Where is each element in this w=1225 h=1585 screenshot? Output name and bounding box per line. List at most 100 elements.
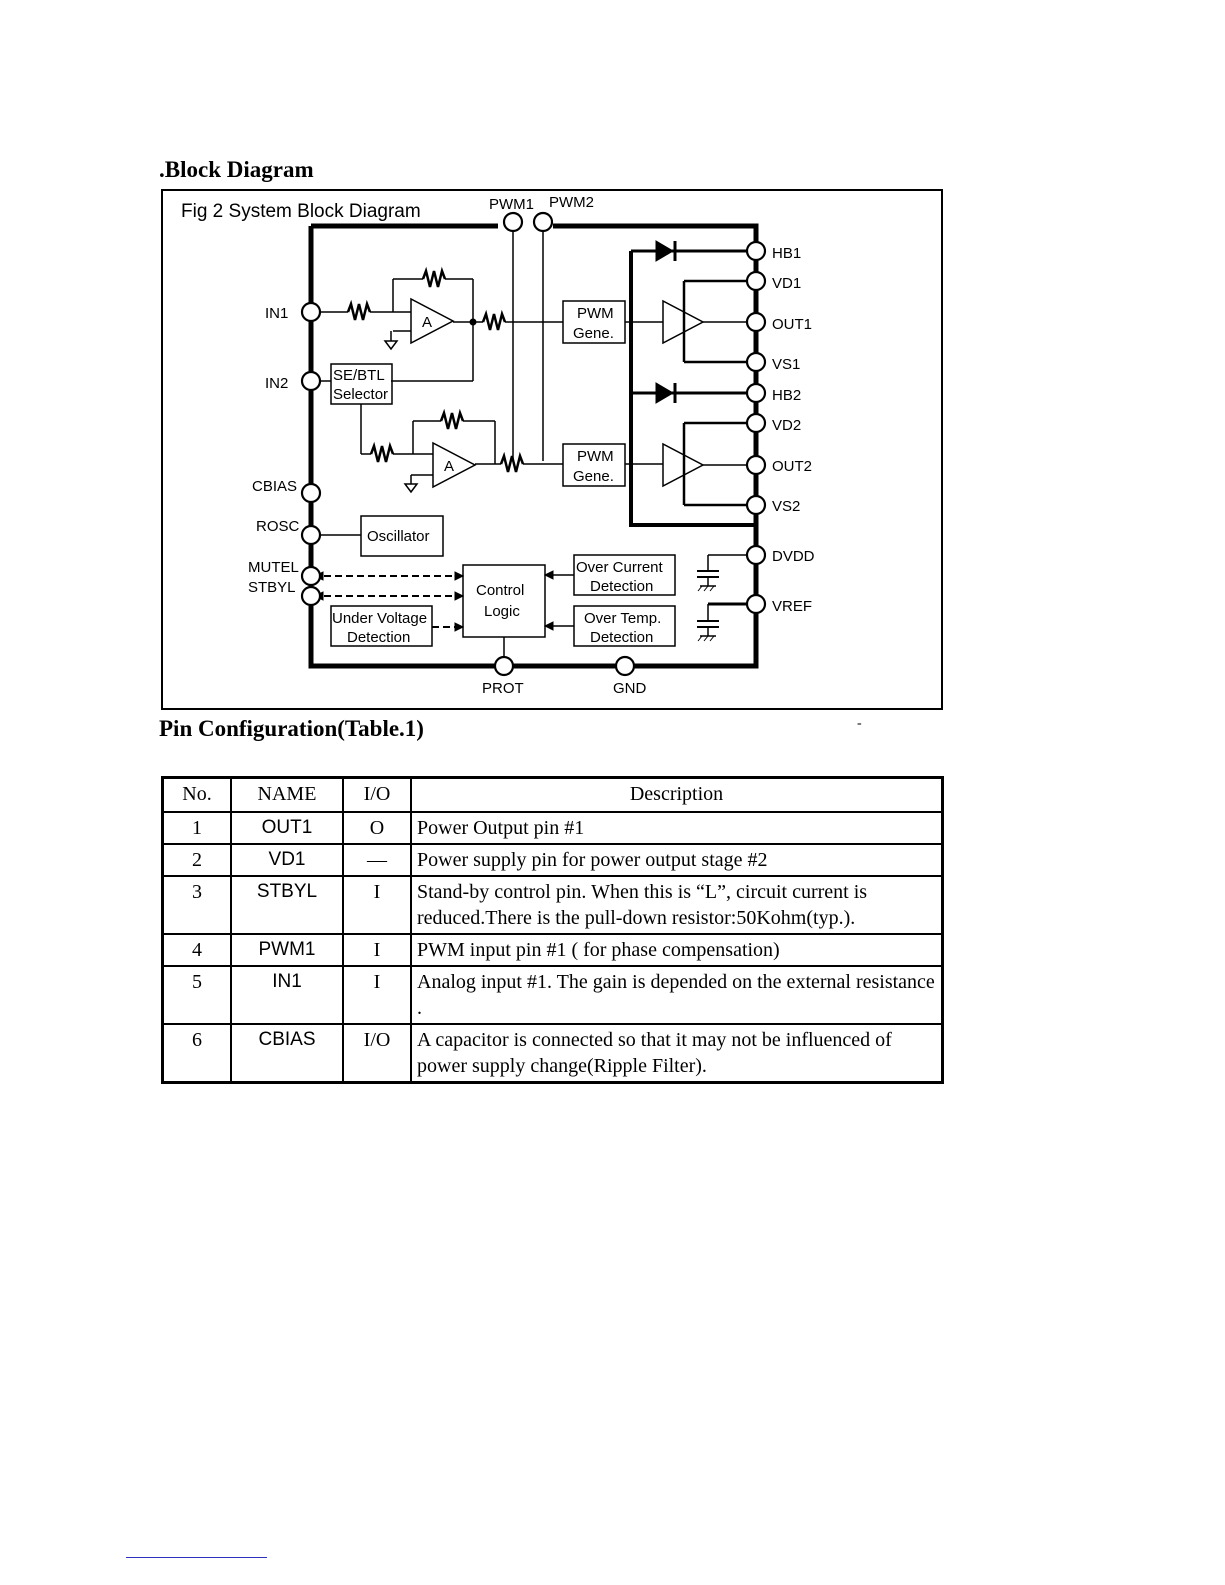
cell-description: PWM input pin #1 ( for phase compensatio… [410, 933, 944, 967]
selector-label-2: Selector [333, 386, 388, 403]
label-hb1: HB1 [772, 245, 801, 262]
table-row: 2 VD1 — Power supply pin for power outpu… [161, 843, 944, 877]
over-current-label-2: Detection [590, 578, 653, 595]
pin-pwm1 [502, 211, 524, 233]
cell-name: IN1 [230, 965, 344, 1025]
stray-mark: - [857, 716, 862, 731]
label-mutel: MUTEL [248, 559, 299, 576]
col-description: Description [410, 776, 944, 813]
pwm-gene1-label-1: PWM [577, 305, 614, 322]
over-current-label-1: Over Current [576, 559, 664, 576]
resistor-fb2 [439, 408, 465, 430]
cell-no: 2 [161, 843, 232, 877]
col-io: I/O [342, 776, 412, 813]
pin-prot [493, 655, 515, 677]
amp2-label: A [444, 458, 454, 475]
diagram-title: Fig 2 System Block Diagram [181, 201, 421, 222]
table-row: 3 STBYL I Stand-by control pin. When thi… [161, 875, 944, 935]
pin-in1 [300, 301, 322, 323]
resistor-out1 [481, 309, 507, 331]
main-outline [308, 223, 759, 669]
label-stbyl: STBYL [248, 579, 296, 596]
over-temp-label-1: Over Temp. [584, 610, 661, 627]
table-row: 4 PWM1 I PWM input pin #1 ( for phase co… [161, 933, 944, 967]
label-pwm1: PWM1 [489, 196, 534, 213]
label-vs1: VS1 [772, 356, 800, 373]
pwm-gene1-label-2: Gene. [573, 325, 614, 342]
pin-gnd [614, 655, 636, 677]
pin-stbyl [300, 585, 322, 607]
label-gnd: GND [613, 680, 647, 697]
pin-hb1 [745, 240, 767, 262]
cell-no: 3 [161, 875, 232, 935]
resistor-in2 [369, 441, 395, 463]
over-temp-label-2: Detection [590, 629, 653, 646]
label-vs2: VS2 [772, 498, 800, 515]
amp1-triangle [410, 297, 455, 345]
label-pwm2: PWM2 [549, 194, 594, 211]
col-name: NAME [230, 776, 344, 813]
label-in1: IN1 [265, 305, 288, 322]
cell-name: STBYL [230, 875, 344, 935]
control-logic-box [462, 564, 546, 638]
pin-vs1 [745, 351, 767, 373]
label-in2: IN2 [265, 375, 288, 392]
cell-description: Analog input #1. The gain is depended on… [410, 965, 944, 1025]
cell-description: A capacitor is connected so that it may … [410, 1023, 944, 1084]
pwm-gene2-label-1: PWM [577, 448, 614, 465]
table-header-row: No. NAME I/O Description [161, 776, 944, 813]
diode-hb1 [655, 240, 674, 262]
block-diagram-frame: Fig 2 System Block Diagram PWM1 PWM2 IN1… [161, 189, 943, 710]
label-vref: VREF [772, 598, 812, 615]
table-row: 1 OUT1 O Power Output pin #1 [161, 811, 944, 845]
cell-io: — [342, 843, 412, 877]
cell-io: O [342, 811, 412, 845]
label-prot: PROT [482, 680, 524, 697]
pwm-gene2-label-2: Gene. [573, 468, 614, 485]
label-dvdd: DVDD [772, 548, 815, 565]
pin-pwm2 [532, 211, 554, 233]
pin-mutel [300, 565, 322, 587]
cell-name: PWM1 [230, 933, 344, 967]
resistor-fb1 [421, 266, 447, 288]
selector-label-1: SE/BTL [333, 367, 385, 384]
pwm-gene2-box [562, 443, 626, 487]
pin-cbias [300, 482, 322, 504]
table-row: 5 IN1 I Analog input #1. The gain is dep… [161, 965, 944, 1025]
pin-configuration-table: No. NAME I/O Description 1 OUT1 O Power … [161, 776, 944, 1084]
block-diagram: Fig 2 System Block Diagram PWM1 PWM2 IN1… [181, 194, 815, 697]
pin-rosc [300, 524, 322, 546]
control-label-1: Control [476, 582, 524, 599]
pin-configuration-heading: Pin Configuration(Table.1) [159, 716, 424, 741]
under-voltage-label-1: Under Voltage [332, 610, 427, 627]
amp1-label: A [422, 314, 432, 331]
cell-io: I [342, 933, 412, 967]
pin-vref [745, 593, 767, 615]
cell-io: I [342, 965, 412, 1025]
label-out2: OUT2 [772, 458, 812, 475]
pin-out1 [745, 311, 767, 333]
cell-description: Power supply pin for power output stage … [410, 843, 944, 877]
cell-no: 4 [161, 933, 232, 967]
pin-in2 [300, 370, 322, 392]
cell-name: CBIAS [230, 1023, 344, 1084]
label-cbias: CBIAS [252, 478, 297, 495]
label-vd1: VD1 [772, 275, 801, 292]
pin-out2 [745, 454, 767, 476]
control-label-2: Logic [484, 603, 520, 620]
table-row: 6 CBIAS I/O A capacitor is connected so … [161, 1023, 944, 1084]
cell-no: 5 [161, 965, 232, 1025]
pin-vd1 [745, 270, 767, 292]
label-hb2: HB2 [772, 387, 801, 404]
cell-name: VD1 [230, 843, 344, 877]
resistor-out2 [499, 451, 525, 473]
resistor-in1 [346, 299, 372, 321]
cell-no: 1 [161, 811, 232, 845]
cell-no: 6 [161, 1023, 232, 1084]
footnote-separator [126, 1557, 267, 1558]
oscillator-box [360, 515, 444, 557]
cell-description: Stand-by control pin. When this is “L”, … [410, 875, 944, 935]
label-out1: OUT1 [772, 316, 812, 333]
cell-description: Power Output pin #1 [410, 811, 944, 845]
label-vd2: VD2 [772, 417, 801, 434]
